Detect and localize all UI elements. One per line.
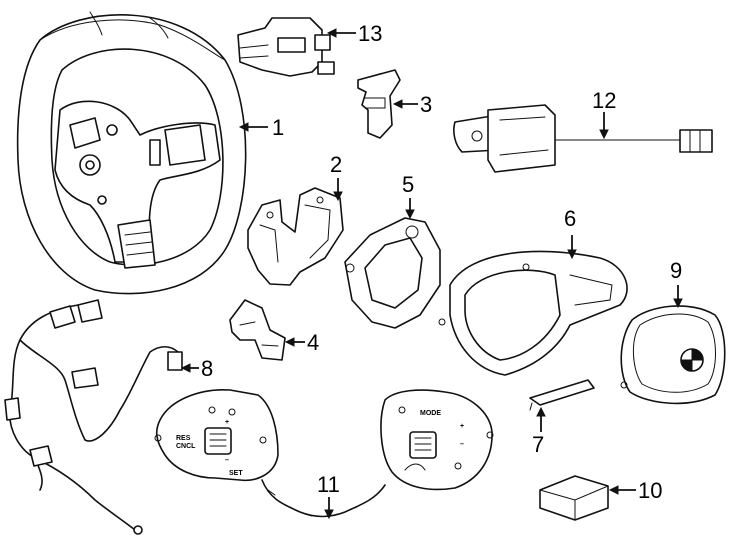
- right-minus-label: –: [460, 441, 464, 448]
- steering-wheel: [16, 11, 247, 295]
- arrowhead-8: [180, 363, 191, 373]
- arrowhead-2: [333, 191, 343, 202]
- set-label: SET: [229, 470, 243, 477]
- right-switch-panel: MODE + –: [380, 389, 494, 491]
- callout-1: 1: [272, 115, 284, 140]
- left-minus-label: –: [225, 457, 229, 464]
- switch-cable: [261, 479, 386, 518]
- control-module: [539, 475, 609, 521]
- callout-2: 2: [330, 152, 342, 177]
- arrowhead-5: [405, 209, 415, 220]
- callout-4: 4: [307, 330, 319, 355]
- callout-12: 12: [592, 88, 616, 113]
- res-label-line2: CNCL: [176, 443, 196, 450]
- callout-9: 9: [670, 258, 682, 283]
- res-label-line1: RES: [176, 435, 191, 442]
- arrowhead-9: [673, 298, 683, 309]
- callout-8: 8: [201, 356, 213, 381]
- arrowhead-3: [392, 99, 403, 109]
- clock-spring: [237, 17, 335, 77]
- clip: [229, 299, 286, 361]
- callout-10: 10: [638, 478, 662, 503]
- bracket: [357, 69, 401, 139]
- arrowhead-11: [324, 509, 334, 520]
- mode-label: MODE: [420, 410, 441, 417]
- left-plus-label: +: [225, 419, 229, 426]
- arrowhead-12: [599, 129, 609, 140]
- callout-13: 13: [358, 21, 382, 46]
- switch-cable-braid: [267, 489, 363, 517]
- callout-3: 3: [420, 92, 432, 117]
- arrowhead-4: [284, 337, 295, 347]
- arrowhead-6: [567, 249, 577, 260]
- arrowhead-13: [326, 28, 337, 38]
- callout-7: 7: [532, 432, 544, 457]
- callout-11: 11: [317, 472, 340, 497]
- trim-frame: [344, 217, 441, 329]
- arrowhead-1: [238, 122, 249, 132]
- left-switch-panel: RES CNCL SET + –: [154, 389, 279, 482]
- arrowhead-7: [536, 406, 546, 417]
- lower-cover: [438, 250, 628, 376]
- right-plus-label: +: [460, 423, 464, 430]
- airbag-module: [620, 305, 726, 405]
- callout-5: 5: [402, 172, 414, 197]
- wiring-harness: [4, 299, 183, 535]
- trim-strip: [529, 379, 595, 411]
- callout-6: 6: [564, 206, 576, 231]
- arrowhead-10: [608, 485, 619, 495]
- rear-cover-bracket: [247, 187, 344, 286]
- paddle-switch: [453, 104, 713, 173]
